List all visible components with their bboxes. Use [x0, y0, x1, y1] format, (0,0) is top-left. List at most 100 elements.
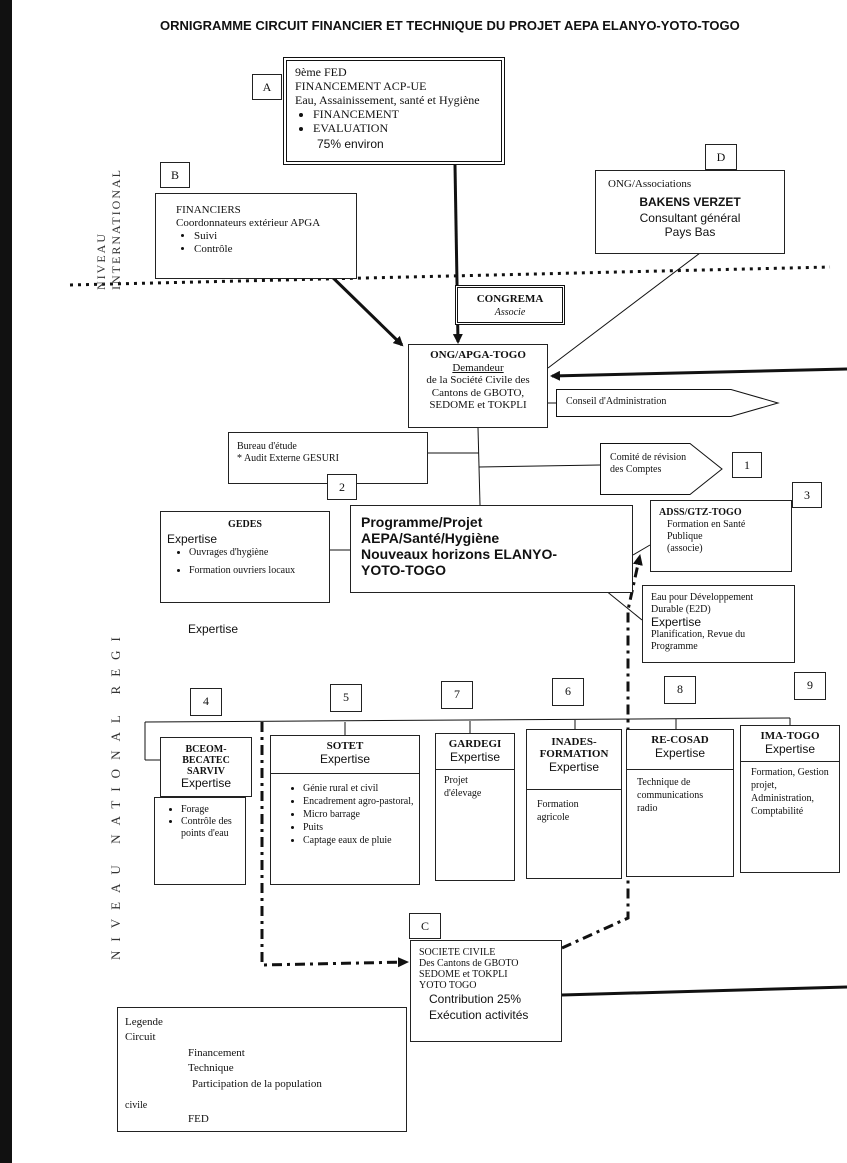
- bceom-expertise: Expertise: [180, 776, 232, 790]
- fed-line3: Eau, Assainissement, santé et Hygiène: [295, 93, 480, 107]
- recosad-expertise: Expertise: [654, 746, 706, 760]
- fed-item: FINANCEMENT: [313, 107, 493, 121]
- letter-d: D: [705, 144, 737, 170]
- ong-line4: Pays Bas: [664, 225, 716, 239]
- conseil-shape: [556, 389, 780, 417]
- congrema-role: Associe: [494, 307, 526, 318]
- legend-financement: Financement: [188, 1047, 245, 1059]
- adss-name: ADSS/GTZ-TOGO: [659, 507, 742, 518]
- comite-text: Comité de révision des Comptes: [610, 452, 686, 476]
- adss-line3: (associe): [667, 543, 703, 554]
- apga-role: Demandeur: [452, 361, 504, 374]
- box-e2d: Eau pour Développement Durable (E2D) Exp…: [642, 585, 795, 663]
- bceom-name3: SARVIV: [187, 766, 225, 777]
- fed-item: EVALUATION: [313, 121, 493, 135]
- programme-line1: Programme/Projet: [361, 514, 483, 530]
- fed-dotted-separator: [69, 265, 831, 287]
- sotet-item: Puits: [303, 821, 419, 834]
- e2d-expertise: Expertise: [651, 615, 702, 629]
- civile-line5: Contribution 25%: [429, 992, 522, 1006]
- box-congrema: CONGREMA Associe: [455, 285, 565, 325]
- legend-civile: civile: [125, 1100, 148, 1111]
- ima-expertise: Expertise: [764, 742, 816, 756]
- box-apga-togo: ONG/APGA-TOGO Demandeur de la Société Ci…: [408, 344, 548, 428]
- sotet-item: Encadrement agro-pastoral,: [303, 795, 419, 808]
- ima-header: IMA-TOGO Expertise: [741, 726, 839, 762]
- ong-line2: BAKENS VERZET: [639, 195, 741, 209]
- arrow-right-to-apga: [550, 367, 847, 381]
- box-recosad: RE-COSAD Expertise Technique de communic…: [626, 729, 734, 877]
- ong-line1: ONG/Associations: [608, 178, 692, 190]
- fed-line1: 9ème FED: [295, 65, 347, 79]
- page-title: ORNIGRAMME CIRCUIT FINANCIER ET TECHNIQU…: [160, 18, 740, 33]
- financiers-item: Contrôle: [194, 243, 348, 256]
- financiers-item: Suivi: [194, 230, 348, 243]
- financiers-line1: FINANCIERS: [176, 204, 241, 216]
- line-d-to-apga: [547, 252, 701, 369]
- apga-line1: de la Société Civile des: [426, 374, 530, 386]
- gardegi-expertise: Expertise: [449, 750, 501, 764]
- side-label-international: NIVEAU INTERNATIONAL: [94, 168, 123, 290]
- loose-expertise: Expertise: [188, 622, 239, 636]
- legend-circuit: Circuit: [125, 1031, 156, 1043]
- civile-line1: SOCIETE CIVILE: [419, 947, 496, 958]
- inades-name1: INADES-: [551, 736, 597, 748]
- num-5: 5: [330, 684, 362, 712]
- inades-name2: FORMATION: [539, 748, 609, 760]
- apga-name: ONG/APGA-TOGO: [430, 349, 526, 361]
- participation-path-right: [561, 554, 643, 950]
- e2d-line1: Eau pour Développement: [651, 592, 754, 603]
- num-3: 3: [792, 482, 822, 508]
- gedes-name: GEDES: [228, 519, 262, 530]
- legend-title: Legende: [125, 1016, 163, 1028]
- bureau-line2: * Audit Externe GESURI: [237, 453, 339, 464]
- box-inades: INADES- FORMATION Expertise Formation ag…: [526, 729, 622, 879]
- congrema-name: CONGREMA: [476, 293, 544, 305]
- partner-bus: [144, 717, 791, 723]
- gedes-expertise: Expertise: [167, 532, 218, 546]
- num-7: 7: [441, 681, 473, 709]
- box-gedes: GEDES Expertise Ouvrages d'hygiène Forma…: [160, 511, 330, 603]
- box-financiers: FINANCIERS Coordonnateurs extérieur APGA…: [155, 193, 357, 279]
- bceom-name1: BCEOM-: [185, 744, 227, 755]
- comite-line2: des Comptes: [610, 464, 662, 475]
- box-societe-civile: SOCIETE CIVILE Des Cantons de GBOTO SEDO…: [410, 940, 562, 1042]
- gardegi-header: GARDEGI Expertise: [436, 734, 514, 770]
- programme-line4: YOTO-TOGO: [361, 562, 447, 578]
- arrow-b-to-apga: [323, 268, 404, 347]
- civile-line4: YOTO TOGO: [419, 980, 477, 991]
- num-9: 9: [794, 672, 826, 700]
- e2d-line2: Durable (E2D): [651, 604, 711, 615]
- gedes-item: Ouvrages d'hygiène: [189, 546, 323, 560]
- box-fed: 9ème FED FINANCEMENT ACP-UE Eau, Assaini…: [283, 57, 505, 165]
- letter-b: B: [160, 162, 190, 188]
- programme-line2: AEPA/Santé/Hygiène: [361, 530, 500, 546]
- line-prog-e2d: [604, 589, 643, 621]
- num-1: 1: [732, 452, 762, 478]
- letter-a: A: [252, 74, 282, 100]
- sotet-expertise: Expertise: [319, 752, 371, 766]
- financiers-line2: Coordonnateurs extérieur APGA: [176, 217, 321, 229]
- adss-line2: Publique: [667, 531, 703, 542]
- gedes-item: Formation ouvriers locaux: [189, 564, 323, 578]
- comite-shape: [600, 443, 723, 495]
- num-6: 6: [552, 678, 584, 706]
- e2d-line4: Programme: [651, 641, 698, 652]
- box-ima-togo: IMA-TOGO Expertise Formation, Gestion pr…: [740, 725, 840, 873]
- gardegi-name: GARDEGI: [448, 738, 502, 750]
- apga-line2: Cantons de GBOTO,: [431, 386, 525, 399]
- inades-expertise: Expertise: [548, 760, 600, 774]
- civile-line3: SEDOME et TOKPLI: [419, 969, 508, 980]
- legend-fed: FED: [188, 1113, 209, 1125]
- bceom-item: Contrôle des points d'eau: [181, 816, 241, 840]
- legend-technique: Technique: [188, 1062, 234, 1074]
- apga-line3: SEDOME et TOKPLI: [429, 399, 527, 411]
- sotet-name: SOTET: [326, 740, 364, 752]
- box-bceom-body: Forage Contrôle des points d'eau: [154, 797, 246, 885]
- adss-line1: Formation en Santé: [667, 519, 746, 530]
- scan-edge: [0, 0, 12, 1163]
- box-gardegi: GARDEGI Expertise Projet d'élevage: [435, 733, 515, 881]
- side-label-national: NIVEAU NATIONAL REGI: [108, 628, 123, 960]
- inades-body: Formation agricole: [537, 799, 579, 823]
- letter-c: C: [409, 913, 441, 939]
